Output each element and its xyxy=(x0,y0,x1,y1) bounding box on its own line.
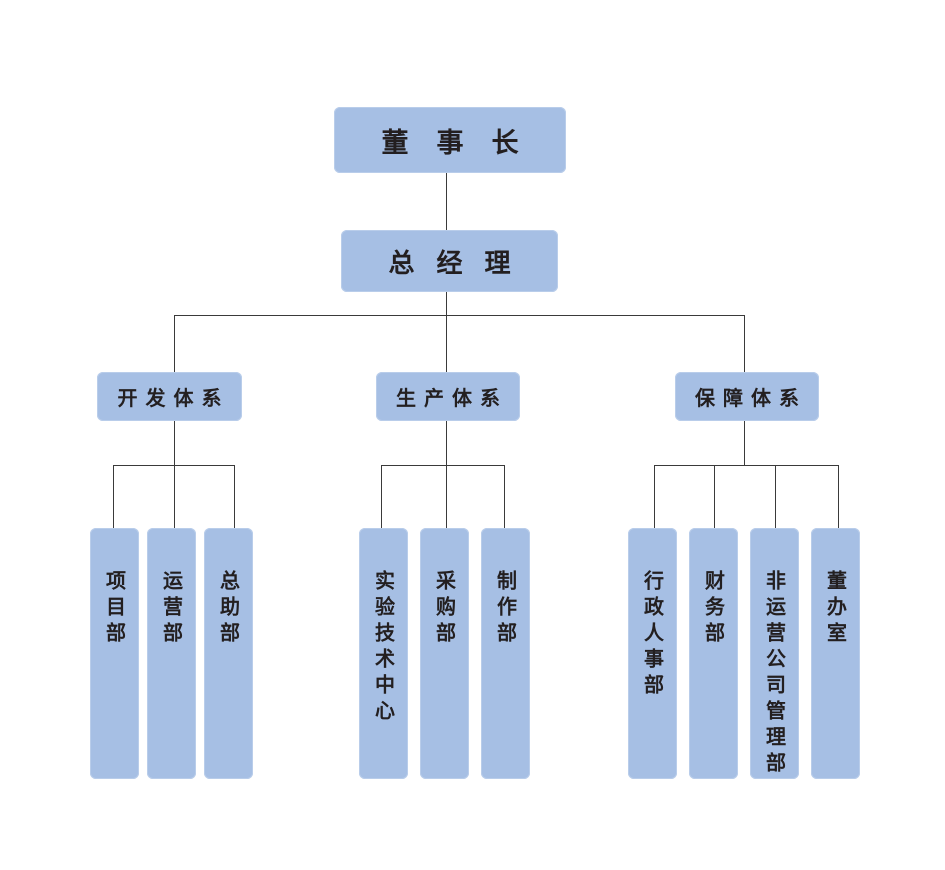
node-development-system: 开发体系 xyxy=(97,372,242,421)
department-label: 运营部 xyxy=(159,570,184,648)
node-general-manager: 总经理 xyxy=(341,230,558,292)
connector xyxy=(744,315,745,372)
node-department: 董办室 xyxy=(811,528,860,779)
node-chairman: 董事长 xyxy=(334,107,566,173)
node-department: 总助部 xyxy=(204,528,253,779)
connector xyxy=(446,292,447,372)
node-department: 制作部 xyxy=(481,528,530,779)
node-department: 行政人事部 xyxy=(628,528,677,779)
department-label: 财务部 xyxy=(701,570,726,648)
node-department: 采购部 xyxy=(420,528,469,779)
connector xyxy=(446,421,447,528)
connector xyxy=(381,465,505,466)
department-label: 非运营公司管理部 xyxy=(762,570,787,778)
connector xyxy=(775,465,776,528)
connector xyxy=(714,465,715,528)
connector xyxy=(504,465,505,528)
department-label: 行政人事部 xyxy=(640,570,665,700)
department-label: 董办室 xyxy=(823,570,848,648)
department-label: 实验技术中心 xyxy=(371,570,396,726)
connector xyxy=(838,465,839,528)
node-department: 实验技术中心 xyxy=(359,528,408,779)
connector xyxy=(174,315,745,316)
connector xyxy=(446,173,447,230)
node-department: 项目部 xyxy=(90,528,139,779)
node-department: 非运营公司管理部 xyxy=(750,528,799,779)
connector xyxy=(174,315,175,372)
connector xyxy=(381,465,382,528)
connector xyxy=(744,421,745,465)
connector xyxy=(113,465,114,528)
connector xyxy=(234,465,235,528)
department-label: 制作部 xyxy=(493,570,518,648)
node-department: 运营部 xyxy=(147,528,196,779)
connector xyxy=(654,465,655,528)
node-support-system: 保障体系 xyxy=(675,372,819,421)
node-department: 财务部 xyxy=(689,528,738,779)
connector xyxy=(174,421,175,528)
connector xyxy=(654,465,839,466)
department-label: 总助部 xyxy=(216,570,241,648)
node-production-system: 生产体系 xyxy=(376,372,520,421)
department-label: 采购部 xyxy=(432,570,457,648)
department-label: 项目部 xyxy=(102,570,127,648)
